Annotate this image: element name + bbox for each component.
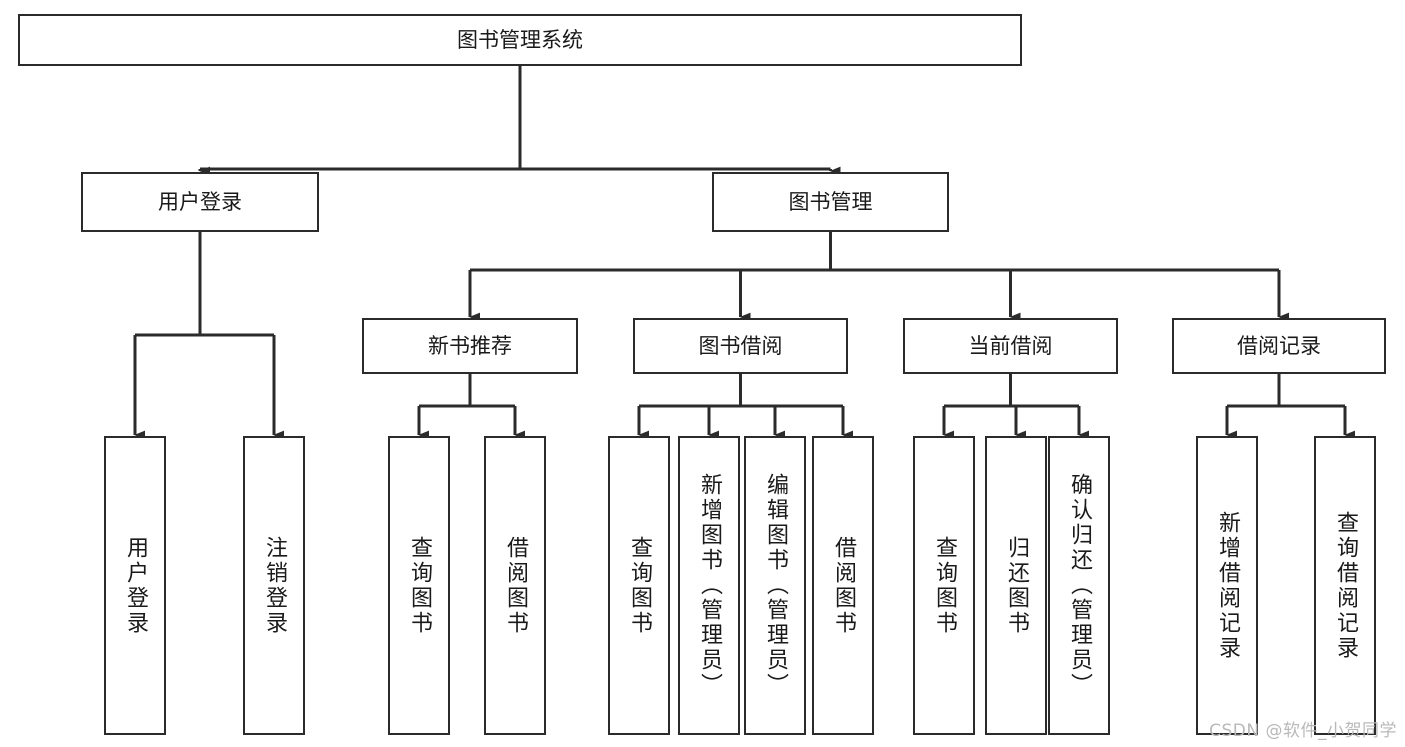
node-leaf-query-book-rec[interactable]: 查询图书 (388, 436, 450, 735)
watermark-text: CSDN @软件_小贺同学 (1209, 721, 1397, 741)
node-book-management[interactable]: 图书管理 (712, 172, 949, 232)
node-leaf-confirm-return-admin[interactable]: 确认归还（管理员） (1048, 436, 1110, 735)
node-leaf-return-book-label: 归还图书 (1004, 535, 1029, 636)
node-book-borrow-label: 图书借阅 (698, 333, 783, 358)
node-root-label: 图书管理系统 (457, 27, 583, 52)
node-borrow-record-label: 借阅记录 (1237, 333, 1321, 358)
node-leaf-user-login[interactable]: 用户登录 (104, 436, 166, 735)
node-leaf-borrow-book-bor[interactable]: 借阅图书 (812, 436, 874, 735)
node-leaf-confirm-return-admin-label: 确认归还（管理员） (1067, 473, 1092, 698)
node-leaf-query-borrow-record-label: 查询借阅记录 (1333, 510, 1358, 661)
node-leaf-query-book-bor-label: 查询图书 (627, 535, 652, 636)
node-book-borrow[interactable]: 图书借阅 (633, 318, 848, 374)
node-user-login[interactable]: 用户登录 (81, 172, 319, 232)
node-leaf-borrow-book-bor-label: 借阅图书 (831, 535, 856, 636)
node-leaf-return-book[interactable]: 归还图书 (985, 436, 1047, 735)
node-leaf-logout-login[interactable]: 注销登录 (243, 436, 305, 735)
node-leaf-add-borrow-record-label: 新增借阅记录 (1215, 510, 1240, 661)
node-leaf-add-book-admin[interactable]: 新增图书（管理员） (678, 436, 740, 735)
node-new-book-recommend[interactable]: 新书推荐 (362, 318, 578, 374)
node-leaf-query-book-bor[interactable]: 查询图书 (608, 436, 670, 735)
node-leaf-add-borrow-record[interactable]: 新增借阅记录 (1196, 436, 1258, 735)
node-current-borrow[interactable]: 当前借阅 (903, 318, 1118, 374)
node-current-borrow-label: 当前借阅 (968, 333, 1053, 358)
node-leaf-query-book-rec-label: 查询图书 (407, 535, 432, 636)
node-user-login-label: 用户登录 (158, 189, 242, 214)
node-book-management-label: 图书管理 (788, 189, 873, 214)
node-root[interactable]: 图书管理系统 (18, 14, 1022, 66)
node-leaf-query-book-cur[interactable]: 查询图书 (913, 436, 975, 735)
node-leaf-user-login-label: 用户登录 (123, 535, 148, 636)
node-leaf-edit-book-admin-label: 编辑图书（管理员） (763, 473, 788, 698)
node-leaf-logout-login-label: 注销登录 (262, 535, 287, 636)
node-leaf-borrow-book-rec[interactable]: 借阅图书 (484, 436, 546, 735)
node-leaf-query-borrow-record[interactable]: 查询借阅记录 (1314, 436, 1376, 735)
node-leaf-edit-book-admin[interactable]: 编辑图书（管理员） (744, 436, 806, 735)
node-new-book-recommend-label: 新书推荐 (428, 333, 512, 358)
node-leaf-query-book-cur-label: 查询图书 (932, 535, 957, 636)
node-borrow-record[interactable]: 借阅记录 (1172, 318, 1386, 374)
node-leaf-add-book-admin-label: 新增图书（管理员） (697, 473, 722, 698)
node-leaf-borrow-book-rec-label: 借阅图书 (503, 535, 528, 636)
